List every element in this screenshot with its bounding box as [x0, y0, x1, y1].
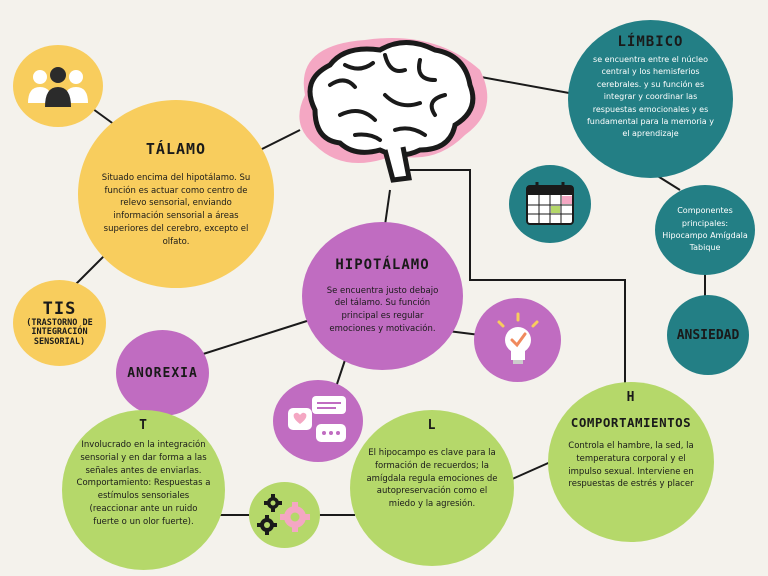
hipocampo-letter: L [427, 418, 437, 433]
limbico-node: LÍMBICO se encuentra entre el núcleo cen… [568, 20, 733, 178]
limbico-text: se encuentra entre el núcleo central y l… [586, 55, 714, 139]
calendar-icon-circle [509, 165, 591, 243]
hipocampo-text: El hipocampo es clave para la formación … [366, 448, 498, 509]
anorexia-title: ANOREXIA [127, 365, 198, 381]
integracion-node: T Involucrado en la integración sensoria… [62, 410, 225, 570]
tis-node: TIS (TRASTORNO DE INTEGRACIÓN SENSORIAL) [13, 280, 106, 366]
bulb-icon-circle [474, 298, 561, 382]
componentes-text: Componentes principales: Hipocampo Amígd… [662, 206, 748, 253]
comportamientos-text: Controla el hambre, la sed, la temperatu… [568, 441, 694, 490]
people-group-icon [28, 67, 88, 107]
gears-icon [256, 494, 310, 535]
ansiedad-title: ANSIEDAD [676, 327, 740, 343]
componentes-node: Componentes principales: Hipocampo Amígd… [655, 185, 755, 275]
integracion-letter: T [139, 418, 148, 433]
chat-icon-circle [273, 380, 363, 462]
connector-hipocampo-comportamientos [509, 459, 556, 481]
talamo-title: TÁLAMO [145, 139, 207, 158]
people-icon-circle [13, 45, 103, 127]
talamo-node: TÁLAMO Situado encima del hipotálamo. Su… [78, 100, 274, 288]
talamo-text: Situado encima del hipotálamo. Su funció… [101, 172, 251, 247]
tis-subtitle: (TRASTORNO DE INTEGRACIÓN SENSORIAL) [26, 317, 93, 347]
comportamientos-node: H COMPORTAMIENTOS Controla el hambre, la… [548, 382, 714, 542]
ansiedad-node: ANSIEDAD [667, 295, 749, 375]
gears-icon-circle [249, 482, 320, 548]
connector-brain-hipotalamo [384, 189, 391, 226]
connector-brain-comportamientos [410, 169, 626, 395]
brain-illustration [285, 25, 500, 185]
limbico-title: LÍMBICO [617, 34, 684, 50]
connector-hipotalamo-anorexia [199, 319, 311, 356]
brain-icon [299, 38, 488, 183]
integracion-text: Involucrado en la integración sensorial … [76, 440, 211, 527]
comportamientos-title: COMPORTAMIENTOS [570, 415, 692, 430]
hipotalamo-text: Se encuentra justo debajo del tálamo. Su… [326, 285, 439, 334]
chat-bubbles-icon [288, 396, 346, 442]
comportamientos-letter: H [626, 390, 636, 405]
lightbulb-icon [497, 312, 538, 364]
tis-title: TIS [42, 298, 77, 319]
hipocampo-node: L El hipocampo es clave para la formació… [350, 410, 514, 566]
hipotalamo-node: HIPOTÁLAMO Se encuentra justo debajo del… [302, 222, 463, 370]
calendar-icon [526, 182, 574, 225]
connector-brain-limbico [469, 74, 581, 96]
anorexia-node: ANOREXIA [116, 330, 209, 416]
hipotalamo-title: HIPOTÁLAMO [335, 256, 430, 273]
